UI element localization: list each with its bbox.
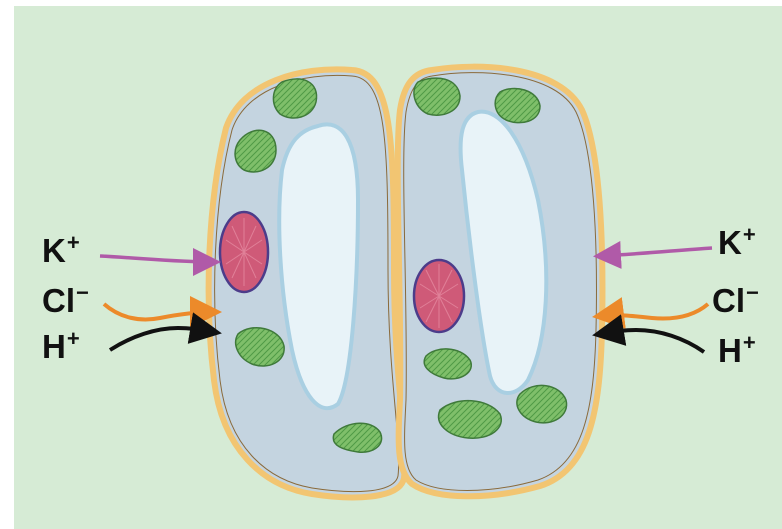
k-arrow-left xyxy=(100,256,214,262)
h-label-right: H+ xyxy=(718,334,756,367)
cl-label-right: Cl− xyxy=(712,284,759,317)
right-chloroplast-1 xyxy=(414,78,460,115)
h-arrow-left xyxy=(110,328,214,350)
right-guard-cell xyxy=(398,67,603,497)
h-label-left: H+ xyxy=(42,330,80,363)
k-label-left: K+ xyxy=(42,234,80,267)
cl-arrow-left xyxy=(104,304,214,319)
right-chloroplast-2 xyxy=(495,88,540,122)
k-arrow-right xyxy=(600,248,712,256)
cl-label-left: Cl− xyxy=(42,284,89,317)
h-arrow-right xyxy=(600,330,704,352)
left-chloroplast-1 xyxy=(273,79,316,118)
k-label-right: K+ xyxy=(718,226,756,259)
cl-arrow-right xyxy=(600,304,708,318)
left-guard-cell xyxy=(209,69,405,497)
right-chloroplast-5 xyxy=(517,385,567,422)
